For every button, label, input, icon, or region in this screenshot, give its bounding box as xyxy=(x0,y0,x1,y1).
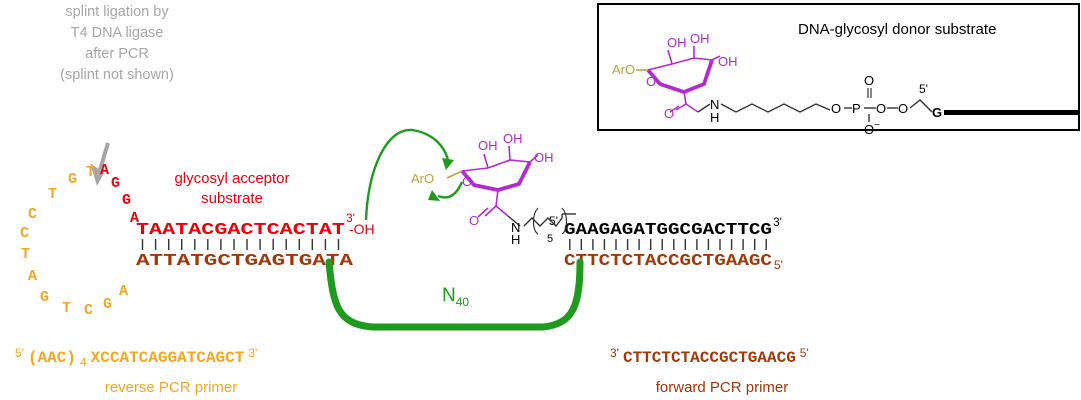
top-right-strand: GAAGAGATGGCGACTTCG xyxy=(564,221,772,240)
splint-note: splint ligation by T4 DNA ligase after P… xyxy=(60,4,174,83)
inset-title: DNA-glycosyl donor substrate xyxy=(798,21,996,38)
inset-o-1: O xyxy=(831,101,841,116)
top-left-3prime: 3' xyxy=(346,211,355,225)
sugar-main: OH OH OH ArO O O N H 5 xyxy=(411,131,576,247)
inset-h: H xyxy=(710,110,719,125)
sugar-main-oh-3: OH xyxy=(534,150,554,165)
top-left-strand: TAATACGACTCACTAT xyxy=(136,221,345,240)
sugar-main-n: N xyxy=(511,220,520,235)
reverse-primer: 5' (AAC) 4 XCCATCAGGATCAGCT 3' reverse P… xyxy=(15,344,257,396)
loop-letter: C xyxy=(20,225,29,242)
attack-arrow-head xyxy=(442,158,454,170)
sugar-main-oh-2: OH xyxy=(503,131,523,146)
inset-ring-o: O xyxy=(646,74,656,89)
loop-letter: G xyxy=(111,175,120,192)
bottom-right-strand: CTTCTCTACCGCTGAAGC xyxy=(564,252,772,271)
sugar-main-oh-1: OH xyxy=(478,138,498,153)
splint-arrow xyxy=(90,142,110,186)
sugar-main-carbonyl-o: O xyxy=(469,213,479,228)
top-right-5prime: 5' xyxy=(549,214,558,228)
loop-letter: A xyxy=(119,283,128,300)
loop-letter: A xyxy=(28,268,37,285)
inset-p: P xyxy=(852,101,861,116)
loop-letter: A xyxy=(130,210,139,227)
inset-o-minus: O− xyxy=(864,120,880,137)
bottom-right-5prime: 5' xyxy=(774,258,783,272)
splint-note-line-3: after PCR xyxy=(85,46,149,62)
reverse-primer-label: reverse PCR primer xyxy=(105,379,238,396)
inset-oh-2: OH xyxy=(690,31,710,46)
loop-letter: A xyxy=(100,162,109,179)
loop-letter: G xyxy=(122,192,131,209)
bottom-left-strand: ATTATGCTGAGTGATA xyxy=(136,252,354,271)
splint-note-line-1: splint ligation by xyxy=(65,4,169,20)
loop-letter: T xyxy=(21,246,30,263)
forward-primer-sequence: 3' CTTCTCTACCGCTGAACG 5' xyxy=(610,344,809,367)
sugar-main-chain-count: 5 xyxy=(547,233,553,245)
inset-oh-3: OH xyxy=(718,54,738,69)
loop-letter: T xyxy=(48,186,57,203)
acceptor-label: glycosyl acceptor substrate xyxy=(174,170,289,207)
sugar-main-h: H xyxy=(511,232,520,247)
base-pairs-right xyxy=(569,239,767,250)
inset-o-4: O xyxy=(898,101,908,116)
n40-random-region xyxy=(325,258,584,331)
base-pairs-left xyxy=(141,239,340,250)
sugar-main-ring-o: O xyxy=(462,174,472,189)
inset-oh-1: OH xyxy=(667,35,687,50)
loop-letter: T xyxy=(86,164,95,181)
inset-o-2: O xyxy=(864,73,874,88)
inset-box xyxy=(597,3,1080,131)
loop-letter: G xyxy=(40,289,49,306)
leaving-arrow xyxy=(437,181,464,199)
forward-primer: 3' CTTCTCTACCGCTGAACG 5' forward PCR pri… xyxy=(610,344,809,396)
loop-letter: G xyxy=(68,171,77,188)
reverse-primer-sequence: 5' (AAC) 4 XCCATCAGGATCAGCT 3' xyxy=(15,344,257,370)
inset-carbonyl-o: O xyxy=(664,106,674,121)
acceptor-label-line-2: substrate xyxy=(201,190,263,207)
top-right-3prime: 3' xyxy=(773,215,782,229)
leaving-arrow-head xyxy=(428,190,440,201)
inset-sugar: OH OH OH ArO O O N H O P O O O− O 5' G xyxy=(612,31,1079,137)
splint-note-line-4: (splint not shown) xyxy=(60,67,174,83)
acceptor-label-line-1: glycosyl acceptor xyxy=(174,170,289,187)
sugar-main-aro: ArO xyxy=(411,171,434,186)
attack-arrow xyxy=(364,128,450,221)
inset-n: N xyxy=(710,97,719,112)
inset-aro: ArO xyxy=(612,62,635,77)
n40-label: N40 xyxy=(442,285,469,309)
loop-letter: T xyxy=(62,300,71,317)
inset-g: G xyxy=(932,105,942,120)
forward-primer-label: forward PCR primer xyxy=(656,379,789,396)
loop-letter: C xyxy=(84,302,93,319)
oh-label: -OH xyxy=(349,221,375,237)
inset-o-3: O xyxy=(876,101,886,116)
loop-letter: C xyxy=(28,206,37,223)
inset-5prime: 5' xyxy=(919,82,928,96)
splint-note-line-2: T4 DNA ligase xyxy=(71,25,164,41)
loop-letter: G xyxy=(103,296,112,313)
